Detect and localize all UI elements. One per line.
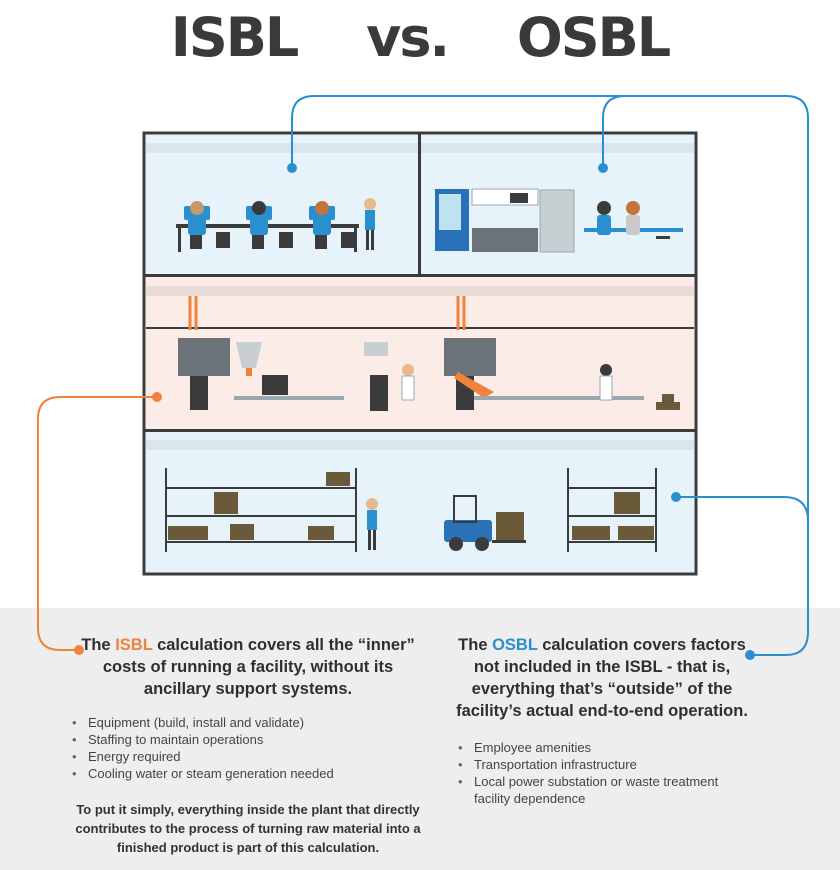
list-item: Local power substation or waste treatmen…: [458, 773, 760, 807]
list-item: Cooling water or steam generation needed: [72, 765, 428, 782]
osbl-connector-dot-office: [287, 163, 297, 173]
title-vs: vs.: [366, 6, 450, 69]
isbl-heading-keyword: ISBL: [115, 636, 153, 654]
isbl-connector-dot-top: [152, 392, 162, 402]
isbl-connector: [37, 396, 157, 651]
break-room-items: [435, 188, 683, 253]
isbl-summary: To put it simply, everything inside the …: [75, 802, 421, 855]
production-floor: [146, 277, 694, 429]
osbl-connector-dot-bottom: [745, 650, 755, 660]
isbl-heading-prefix: The: [81, 636, 111, 654]
osbl-connector-dot-warehouse: [671, 492, 681, 502]
isbl-bullet-list: Equipment (build, install and validate) …: [68, 714, 428, 782]
office-desks: [176, 198, 376, 252]
list-item-continuation: facility dependence: [474, 791, 586, 806]
office-room: [146, 135, 418, 274]
isbl-description: The ISBL calculation covers all the “inn…: [68, 634, 428, 857]
list-item: Energy required: [72, 748, 428, 765]
osbl-connector: [291, 95, 809, 656]
list-item: Transportation infrastructure: [458, 756, 760, 773]
list-item: Employee amenities: [458, 739, 760, 756]
list-item: Staffing to maintain operations: [72, 731, 428, 748]
list-item-text: Local power substation or waste treatmen…: [474, 774, 719, 789]
osbl-heading-keyword: OSBL: [492, 636, 538, 654]
osbl-heading-text: calculation covers factors not included …: [456, 636, 748, 720]
osbl-bullet-list: Employee amenities Transportation infras…: [444, 739, 760, 807]
osbl-heading: The OSBL calculation covers factors not …: [444, 634, 760, 722]
title-isbl: ISBL: [170, 6, 300, 69]
osbl-heading-prefix: The: [458, 636, 488, 654]
isbl-heading-text: calculation covers all the “inner” costs…: [102, 636, 415, 698]
page-title: ISBL vs. OSBL: [0, 4, 840, 72]
warehouse-items: [165, 468, 657, 552]
osbl-connector-dot-breakroom: [598, 163, 608, 173]
isbl-connector-dot-bottom: [74, 645, 84, 655]
isbl-heading: The ISBL calculation covers all the “inn…: [68, 634, 428, 700]
production-machines: [178, 296, 680, 411]
osbl-description: The OSBL calculation covers factors not …: [444, 634, 760, 807]
list-item: Equipment (build, install and validate): [72, 714, 428, 731]
title-osbl: OSBL: [516, 6, 671, 69]
